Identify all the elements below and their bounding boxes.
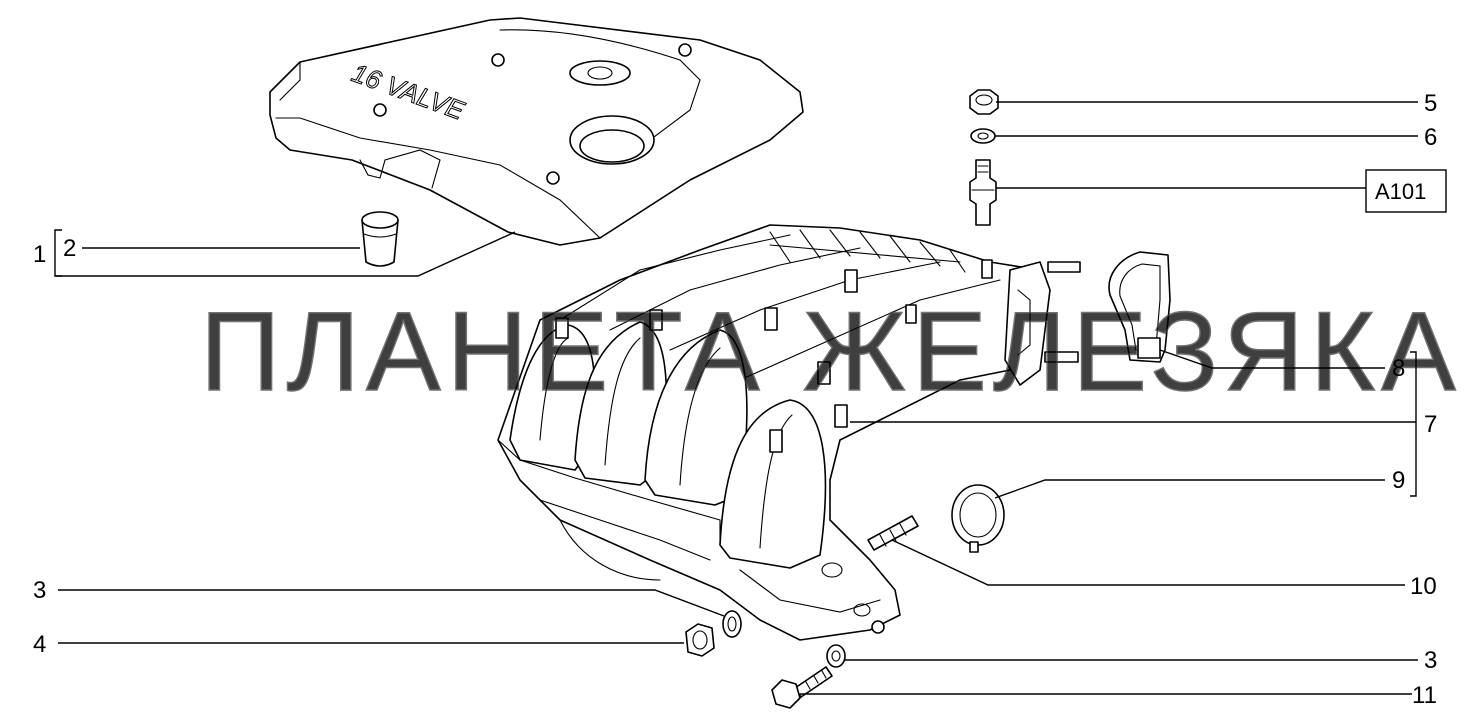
sealing-ring [951,484,1005,553]
callout-4: 4 [33,631,46,658]
reference-box-a101 [1365,169,1447,213]
nut-left [685,623,715,657]
washer-bottom [826,644,846,668]
bolt [771,666,833,709]
callout-11: 11 [1412,682,1437,709]
callout-5: 5 [1424,90,1437,117]
callout-1: 1 [33,241,46,268]
washer-top [970,128,996,144]
callout-9: 9 [1392,467,1405,494]
temperature-sensor [969,159,997,226]
leader-lines [54,101,1418,695]
callout-3-left: 3 [33,577,46,604]
callout-3-bottom: 3 [1424,647,1437,674]
callout-6: 6 [1424,124,1437,151]
stud [867,515,919,551]
washer-left [722,610,742,638]
watermark: ПЛАНЕТА ЖЕЛЕЗЯКА [200,289,1462,414]
throttle-gasket [1108,251,1171,363]
reference-label-a101: A101 [1375,179,1426,204]
intake-manifold [497,224,1081,641]
nut-top [969,89,999,115]
rubber-bushing [361,211,399,267]
callout-7: 7 [1424,411,1437,438]
callout-10: 10 [1410,573,1437,600]
engine-cover: 16 VALVE [269,17,804,246]
callout-2: 2 [63,235,76,262]
callout-8: 8 [1392,355,1405,382]
